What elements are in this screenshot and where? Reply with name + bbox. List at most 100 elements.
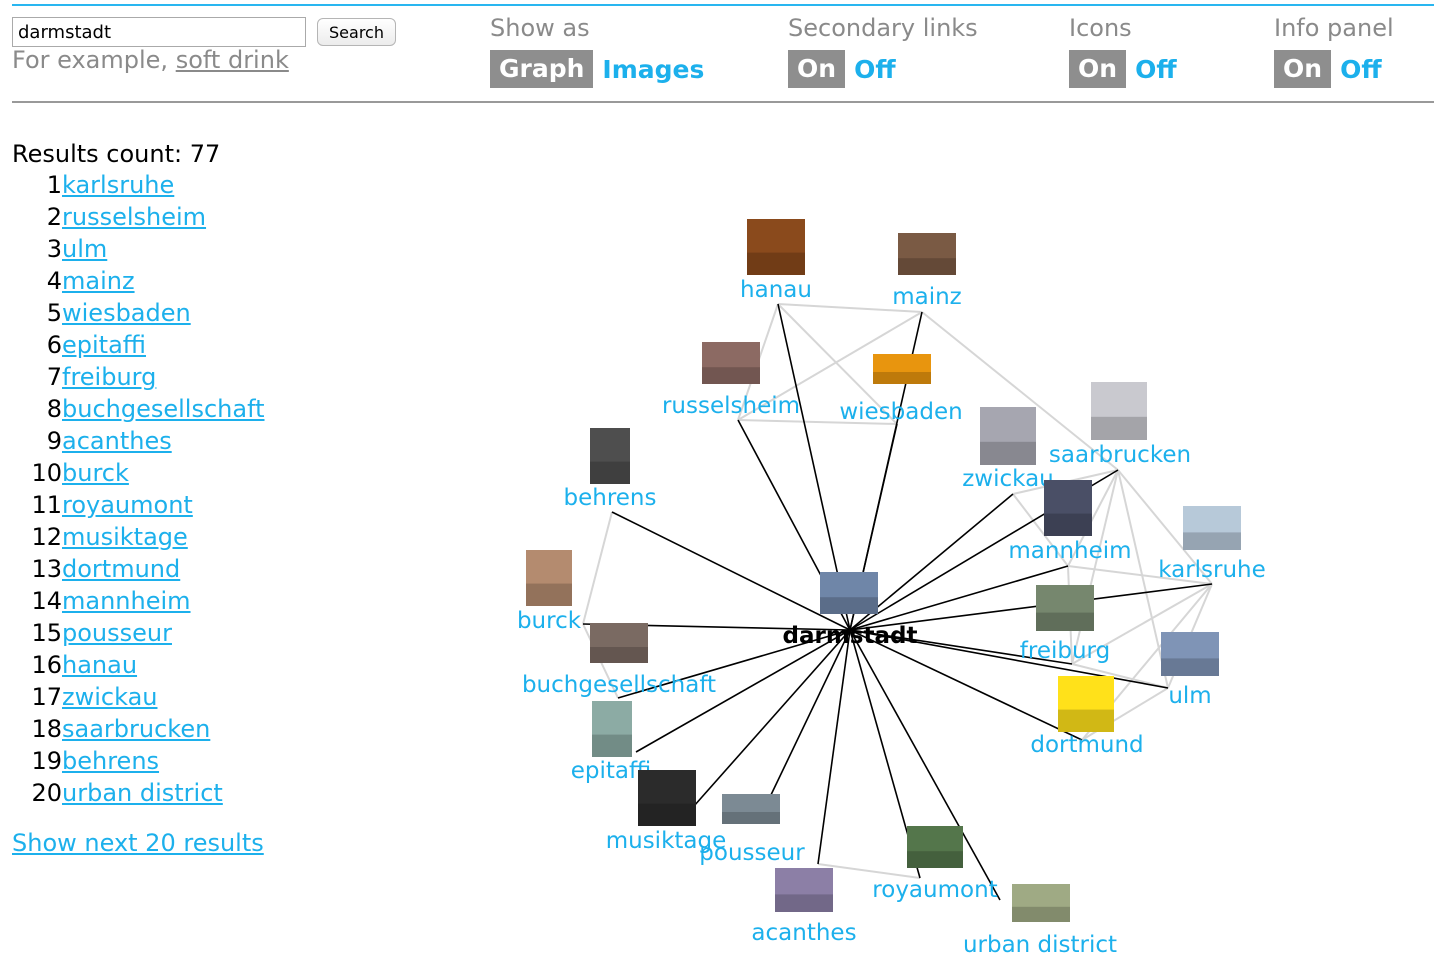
node-thumbnail[interactable] [638, 770, 696, 826]
node-label[interactable]: saarbrucken [1049, 442, 1191, 468]
node-thumbnail[interactable] [980, 407, 1036, 465]
graph-node-acanthes[interactable]: acanthes [751, 868, 857, 946]
result-link[interactable]: burck [62, 459, 129, 487]
show-as-images-option[interactable]: Images [602, 54, 705, 84]
result-link[interactable]: mannheim [62, 587, 191, 615]
graph-node-pousseur[interactable]: pousseur [699, 794, 805, 866]
node-thumbnail[interactable] [907, 826, 963, 868]
node-thumbnail[interactable] [1183, 506, 1241, 550]
graph-node-karlsruhe[interactable]: karlsruhe [1158, 506, 1266, 583]
node-thumbnail[interactable] [1161, 632, 1219, 676]
result-link[interactable]: wiesbaden [62, 299, 191, 327]
result-link[interactable]: epitaffi [62, 331, 146, 359]
secondary-links-on-option[interactable]: On [788, 50, 846, 88]
node-label[interactable]: zwickau [962, 466, 1054, 492]
node-label[interactable]: burck [517, 608, 582, 634]
node-label[interactable]: behrens [564, 485, 657, 511]
result-link[interactable]: saarbrucken [62, 715, 211, 743]
result-link[interactable]: buchgesellschaft [62, 395, 265, 423]
search-button[interactable]: Search [317, 18, 396, 46]
node-label[interactable]: hanau [740, 277, 812, 303]
graph-node-saarbrucken[interactable]: saarbrucken [1049, 382, 1191, 468]
graph-node-freiburg[interactable]: freiburg [1020, 585, 1110, 664]
node-thumbnail[interactable] [590, 623, 648, 663]
node-thumbnail[interactable] [1036, 585, 1094, 631]
icons-on-option[interactable]: On [1069, 50, 1127, 88]
result-link[interactable]: pousseur [62, 619, 172, 647]
secondary-links-off-option[interactable]: Off [854, 54, 896, 84]
graph-node-epitaffi[interactable]: epitaffi [571, 701, 652, 784]
graph-node-musiktage[interactable]: musiktage [606, 770, 727, 854]
node-label[interactable]: wiesbaden [839, 399, 962, 425]
node-label[interactable]: dortmund [1030, 732, 1143, 758]
result-link[interactable]: ulm [62, 235, 108, 263]
node-thumbnail[interactable] [820, 572, 878, 614]
node-thumbnail[interactable] [1091, 382, 1147, 440]
result-link[interactable]: zwickau [62, 683, 158, 711]
graph-node-darmstadt[interactable]: darmstadt [783, 572, 918, 649]
search-input[interactable] [12, 17, 306, 47]
node-label[interactable]: royaumont [872, 877, 997, 903]
node-thumbnail[interactable] [1058, 676, 1114, 732]
info-panel-on-option[interactable]: On [1274, 50, 1332, 88]
result-link[interactable]: royaumont [62, 491, 193, 519]
node-label[interactable]: acanthes [751, 920, 856, 946]
result-link[interactable]: musiktage [62, 523, 188, 551]
graph-node-mainz[interactable]: mainz [892, 233, 962, 310]
result-link[interactable]: acanthes [62, 427, 172, 455]
node-label[interactable]: russelsheim [662, 393, 800, 419]
node-label[interactable]: epitaffi [571, 758, 652, 784]
node-thumbnail[interactable] [592, 701, 632, 757]
node-label[interactable]: pousseur [699, 840, 805, 866]
graph-node-mannheim[interactable]: mannheim [1008, 480, 1132, 564]
graph-node-dortmund[interactable]: dortmund [1030, 676, 1144, 758]
graph-node-buchgesellschaft[interactable]: buchgesellschaft [522, 623, 716, 698]
graph-node-royaumont[interactable]: royaumont [872, 826, 998, 903]
node-label[interactable]: buchgesellschaft [522, 672, 716, 698]
node-thumbnail[interactable] [722, 794, 780, 824]
result-link[interactable]: hanau [62, 651, 138, 679]
result-link[interactable]: urban district [62, 779, 223, 807]
graph-node-behrens[interactable]: behrens [564, 428, 657, 511]
result-link[interactable]: russelsheim [62, 203, 207, 231]
example-link[interactable]: soft drink [175, 46, 289, 74]
node-label[interactable]: darmstadt [783, 623, 918, 649]
node-thumbnail[interactable] [1044, 480, 1092, 536]
graph-node-burck[interactable]: burck [517, 550, 582, 634]
secondary-link [737, 419, 898, 425]
node-thumbnail[interactable] [702, 342, 760, 384]
show-as-graph-option[interactable]: Graph [490, 50, 594, 88]
info-panel-off-option[interactable]: Off [1340, 54, 1382, 84]
show-next-results-link[interactable]: Show next 20 results [12, 829, 264, 857]
result-link[interactable]: behrens [62, 747, 160, 775]
node-label[interactable]: freiburg [1020, 638, 1110, 664]
node-thumbnail[interactable] [1012, 884, 1070, 922]
icons-off-option[interactable]: Off [1135, 54, 1177, 84]
thumbnail-shade [526, 583, 572, 606]
graph-node-hanau[interactable]: hanau [740, 219, 812, 303]
node-thumbnail[interactable] [873, 354, 931, 384]
node-label[interactable]: musiktage [606, 828, 727, 854]
node-label[interactable]: ulm [1168, 683, 1211, 709]
graph-node-wiesbaden[interactable]: wiesbaden [839, 354, 963, 425]
node-label[interactable]: urban district [963, 932, 1117, 958]
graph-node-russelsheim[interactable]: russelsheim [662, 342, 800, 419]
result-link[interactable]: dortmund [62, 555, 181, 583]
node-thumbnail[interactable] [898, 233, 956, 275]
graph-node-zwickau[interactable]: zwickau [962, 407, 1054, 492]
graph-node-ulm[interactable]: ulm [1161, 632, 1219, 709]
top-border [12, 4, 1434, 6]
result-item: 3ulm [0, 235, 400, 267]
node-thumbnail[interactable] [747, 219, 805, 275]
node-thumbnail[interactable] [775, 868, 833, 912]
result-link[interactable]: freiburg [62, 363, 157, 391]
node-label[interactable]: mannheim [1008, 538, 1131, 564]
result-link[interactable]: karlsruhe [62, 171, 175, 199]
node-thumbnail[interactable] [590, 428, 630, 484]
node-label[interactable]: mainz [892, 284, 962, 310]
node-thumbnail[interactable] [526, 550, 572, 606]
graph-node-urban-district[interactable]: urban district [963, 884, 1117, 958]
thumbnail-shade [980, 441, 1036, 465]
result-link[interactable]: mainz [62, 267, 135, 295]
node-label[interactable]: karlsruhe [1158, 557, 1266, 583]
